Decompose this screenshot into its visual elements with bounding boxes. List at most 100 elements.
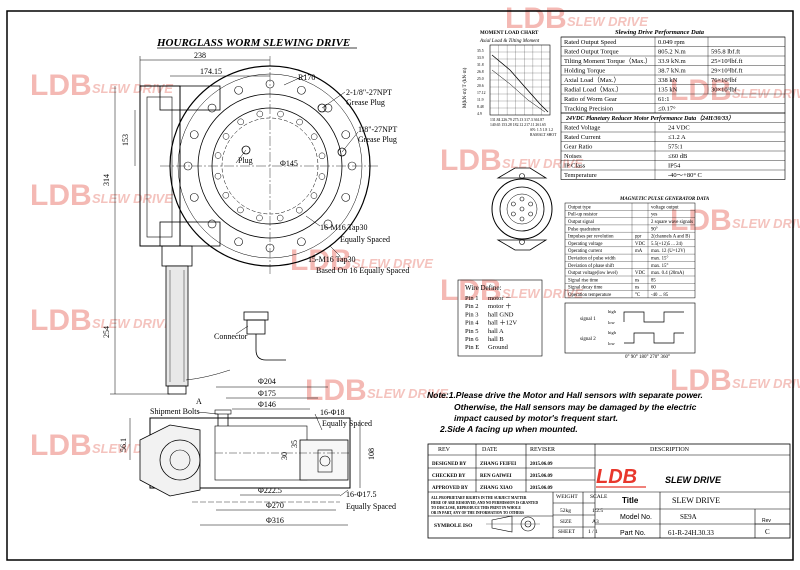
tb-reviser-header: REVISER: [530, 447, 555, 453]
mag-value: voltage output: [651, 205, 679, 210]
reducer-param: Rated Voltage: [564, 125, 601, 132]
tb-sheet-value: 1 / 1: [588, 529, 598, 535]
dim-30: 30: [280, 452, 289, 460]
leader-plug: [235, 149, 247, 164]
wire-pin: Pin 2: [465, 303, 479, 310]
dim-phi145: Φ145: [280, 159, 298, 168]
watermark-tagline: SLEW DRIVE: [352, 256, 433, 271]
moment-load-chart: MOMENT LOAD CHART Axial Load & Tilting M…: [463, 31, 557, 137]
connector-inner: [499, 186, 545, 232]
reducer-value: 575:1: [668, 144, 683, 151]
chart-ylabel: M(kN·m) T·(kN·m): [463, 67, 468, 108]
tb-size-value: A3: [592, 519, 599, 525]
reducer-param: Rated Current: [564, 134, 601, 141]
connector-ear-bottom: [496, 239, 548, 251]
connector-pin-center: [519, 206, 525, 212]
dim-174: 174.15: [200, 67, 222, 76]
perf-value: 0.049 rpm: [658, 39, 685, 46]
wire-function: hall ＋12V: [488, 319, 517, 327]
bolt-hole: [341, 130, 351, 139]
perf-table-title: Slewing Drive Performance Data: [615, 29, 705, 36]
watermark-logo: LDB: [670, 204, 732, 237]
tb-rights-1: ALL PROPRIETARY RIGHTS IN THE SUBJECT MA…: [431, 496, 527, 500]
tb-frame: [427, 443, 791, 539]
mount-hole: [519, 239, 525, 245]
side-view: [139, 409, 351, 503]
tb-model-value: SE9A: [680, 513, 697, 521]
chart-note-2: RAMALT SHOT: [530, 133, 557, 137]
watermark-logo: LDB: [440, 274, 502, 307]
perf-param: Tracking Precision: [564, 106, 614, 113]
watermark-logo: LDB: [30, 179, 92, 212]
mag-value: 85: [651, 278, 656, 283]
housing-top-boss: [159, 85, 221, 111]
perf-value: 61:1: [658, 96, 670, 103]
tapped-hole: [256, 110, 264, 118]
wire-pin: Pin 5: [465, 328, 479, 335]
chart-curve-2: [491, 69, 546, 113]
connector-pin: [511, 201, 516, 207]
tapped-hole: [310, 192, 318, 199]
watermark-logo: LDB: [30, 304, 92, 337]
mag-param: Operating current: [568, 249, 603, 254]
bolt-hole: [189, 193, 199, 202]
tb-checked-name: REN GAIWEI: [480, 474, 512, 479]
grease-plug2-label: 1/8"-27NPT: [358, 125, 397, 134]
hole-18-label: 16-Φ18: [320, 408, 345, 417]
y-tick-label: 4.9: [477, 112, 482, 116]
perf-param: Rated Output Speed: [564, 39, 617, 46]
bolt-hole: [207, 219, 217, 229]
dim-phi175: Φ175: [258, 389, 276, 398]
connector-face: [491, 167, 553, 251]
leader-m16b: [329, 245, 341, 257]
flange-section: [299, 439, 349, 481]
logo-tagline: SLEW DRIVE: [665, 475, 722, 485]
wire-function: motor －: [488, 295, 512, 302]
mag-unit: VDC: [635, 271, 645, 276]
perf-value: 338 kN: [658, 77, 678, 84]
dim-153: 153: [121, 134, 130, 146]
mag-value: max. 15°: [651, 264, 668, 269]
watermark-tagline: SLEW DRIVE: [732, 216, 800, 231]
perf-value-imperial: 25×10³lbf.ft: [711, 58, 743, 65]
connector-body: [246, 319, 266, 335]
wire-pin: Pin 3: [465, 311, 479, 318]
leader-grease1: [321, 91, 346, 109]
tap-label-2: 15-M16 Tap30: [308, 255, 356, 264]
tb-rev-header: REV: [438, 447, 451, 453]
leader-r170: [283, 74, 307, 86]
wire-pin: Pin 6: [465, 336, 479, 343]
sheet-border: [6, 10, 794, 561]
mag-value: 90°: [651, 227, 658, 232]
signal1-label: signal 1: [580, 317, 596, 322]
tb-weight-label: WEIGHT: [556, 494, 578, 500]
tb-designed-label: DESIGNED BY: [432, 462, 467, 467]
chart-subtitle: Axial Load & Tilting Moment: [479, 39, 540, 44]
tb-checked-label: CHECKED BY: [432, 474, 466, 479]
tb-rights-4: OR IN PART, ANY OF THE INFORMATION TO OT…: [431, 511, 524, 515]
mag-value: max. 15°: [651, 257, 668, 262]
tb-description-header: DESCRIPTION: [650, 447, 690, 453]
worm-circle: [159, 439, 201, 481]
reducer-value: 24 VDC: [668, 125, 690, 132]
tb-weight-value: 52kg: [560, 508, 571, 514]
y-tick-label: 17.12: [477, 91, 486, 95]
dim-254: 254: [102, 326, 111, 338]
watermark-tagline: SLEW DRIVE: [732, 86, 800, 101]
magnetic-table: MAGNETIC PULSE GENERATOR DATA Output typ…: [564, 197, 710, 360]
tb-sheet-label: SHEET: [558, 529, 576, 535]
mag-param: Output voltage(low level): [568, 271, 618, 276]
mag-param: Output type: [568, 205, 591, 210]
watermark-tagline: SLEW DRIVE: [567, 14, 648, 29]
hole-17-label: 16-Φ17.5: [346, 490, 377, 499]
watermark-logo: LDB: [305, 374, 367, 407]
leader-m16a: [305, 215, 321, 227]
signal2-high: high: [608, 330, 617, 335]
bolt-head: [214, 409, 232, 415]
perf-value-imperial: 76×10³lbf: [711, 77, 738, 84]
tb-date-header: DATE: [482, 447, 498, 453]
tapped-hole: [256, 214, 263, 222]
mag-value: yes: [651, 213, 658, 218]
